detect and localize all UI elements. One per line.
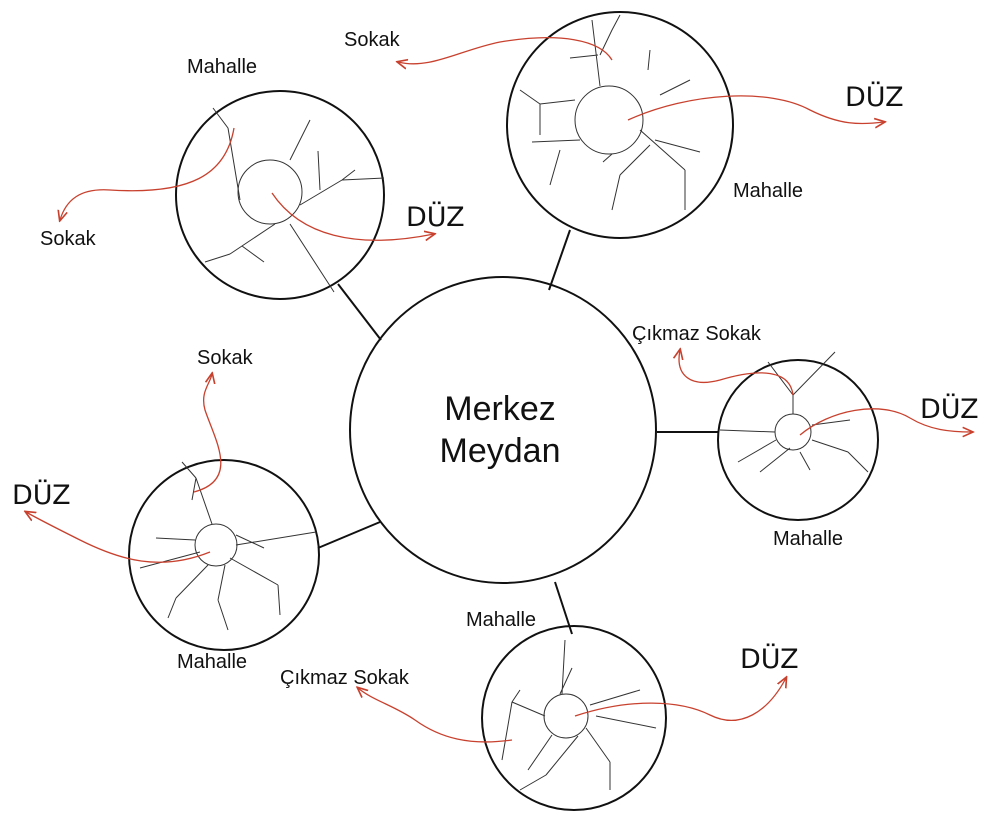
flow-cikmaz-bottom	[358, 688, 513, 743]
sokak-label-top-left: Sokak	[40, 228, 97, 250]
duz-label-top-right: DÜZ	[845, 81, 904, 113]
cikmaz-sokak-label-right: Çıkmaz Sokak	[632, 323, 762, 345]
mahalle-label-right: Mahalle	[773, 528, 843, 550]
flow-sokak-left	[193, 374, 222, 493]
flow-duz-top-left	[271, 192, 434, 240]
center-square-circle	[349, 276, 657, 584]
mahalle-label-top-left: Mahalle	[187, 56, 257, 78]
sokak-label-left: Sokak	[197, 347, 254, 369]
flow-duz-bottom	[574, 678, 786, 721]
cikmaz-sokak-label-bottom: Çıkmaz Sokak	[280, 667, 410, 689]
link-top-left	[337, 283, 382, 341]
center-title-line1: Merkez	[444, 390, 555, 428]
mahalle-label-top-right: Mahalle	[733, 180, 803, 202]
neighborhood-bottom	[481, 625, 667, 811]
mahalle-label-bottom: Mahalle	[466, 609, 536, 631]
neighborhood-top-left	[175, 90, 385, 300]
duz-label-left: DÜZ	[12, 479, 71, 511]
neighborhood-left	[128, 459, 320, 651]
duz-label-bottom: DÜZ	[740, 643, 799, 675]
flow-duz-right	[799, 408, 972, 435]
center-title-line2: Meydan	[440, 432, 561, 470]
flow-duz-left	[26, 512, 211, 563]
duz-label-top-left: DÜZ	[406, 201, 465, 233]
flow-sokak-top-left	[60, 127, 235, 220]
duz-label-right: DÜZ	[920, 393, 979, 425]
sokak-label-top-right: Sokak	[344, 29, 401, 51]
mahalle-label-left: Mahalle	[177, 651, 247, 673]
neighborhood-right	[717, 351, 879, 521]
link-left	[317, 521, 381, 549]
flow-cikmaz-right	[679, 350, 794, 396]
flow-sokak-top-right	[398, 37, 613, 64]
link-top-right	[548, 229, 571, 291]
neighborhood-top-right	[506, 11, 734, 239]
flow-duz-top-right	[627, 95, 884, 124]
